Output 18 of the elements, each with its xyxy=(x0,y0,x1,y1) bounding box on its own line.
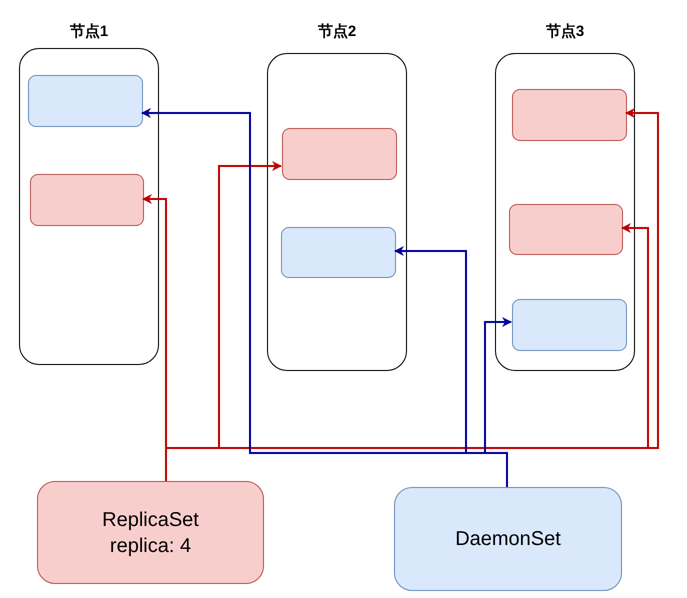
node-box xyxy=(495,53,635,371)
node-box xyxy=(267,53,407,371)
pod-box xyxy=(509,204,623,255)
node-heading: 节点2 xyxy=(318,22,356,41)
pod-box xyxy=(512,299,627,351)
controller-box xyxy=(37,481,264,584)
pod-box xyxy=(282,128,397,180)
controller-label: DaemonSet xyxy=(455,527,561,552)
pod-box xyxy=(512,89,627,141)
node-heading: 节点1 xyxy=(70,22,108,41)
controller-label: ReplicaSet replica: 4 xyxy=(101,508,200,558)
pod-box xyxy=(28,75,143,127)
controller-box xyxy=(394,487,622,591)
arrow xyxy=(484,317,512,487)
pod-box xyxy=(30,174,144,226)
node-heading: 节点3 xyxy=(546,22,584,41)
node-box xyxy=(19,48,159,365)
pod-box xyxy=(281,227,396,278)
